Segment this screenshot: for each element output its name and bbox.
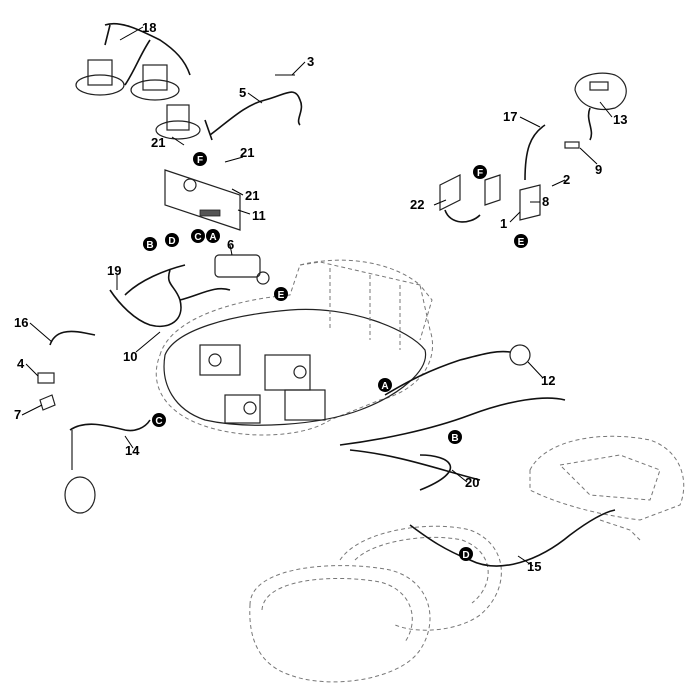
svg-text:C: C — [155, 416, 162, 427]
callout-9: 9 — [595, 162, 602, 177]
callout-2: 2 — [563, 172, 570, 187]
callout-1: 1 — [500, 216, 507, 231]
callout-5: 5 — [239, 85, 246, 100]
callout-21-middle: 21 — [240, 145, 254, 160]
bubble-f-ribbon: F — [473, 165, 487, 179]
leader-lines — [21, 26, 613, 567]
callout-17: 17 — [503, 109, 517, 124]
callout-3: 3 — [307, 54, 314, 69]
part-number-callouts: 1 2 3 4 5 6 7 8 9 10 11 12 13 14 15 16 1… — [14, 20, 627, 574]
svg-text:A: A — [381, 381, 388, 392]
part-4 — [37, 372, 55, 384]
svg-text:C: C — [194, 232, 201, 243]
callout-14: 14 — [125, 443, 140, 458]
svg-text:B: B — [451, 433, 458, 444]
harness-15 — [409, 509, 616, 567]
cable-14 — [64, 419, 151, 514]
bubble-c-board: C — [191, 229, 205, 243]
bracket-8 — [519, 184, 541, 221]
svg-text:E: E — [518, 237, 525, 248]
bubble-f-board: F — [193, 152, 207, 166]
drive-motor-6 — [214, 254, 270, 285]
blade-motors — [75, 22, 201, 140]
callout-7: 7 — [14, 407, 21, 422]
bubble-c-cable: C — [152, 413, 166, 427]
svg-text:B: B — [146, 240, 153, 251]
bubble-e-bracket: E — [514, 234, 528, 248]
connection-bubbles: F B D C A E F E — [143, 152, 528, 561]
bumper-rings — [249, 525, 502, 683]
wire-10 — [179, 287, 231, 301]
svg-text:A: A — [209, 232, 216, 243]
svg-text:D: D — [462, 550, 469, 561]
callout-8: 8 — [542, 194, 549, 209]
callout-6: 6 — [227, 237, 234, 252]
callout-19: 19 — [107, 263, 121, 278]
part-7 — [39, 394, 56, 411]
callout-4: 4 — [17, 356, 25, 371]
sensor-9 — [564, 141, 580, 149]
callout-13: 13 — [613, 112, 627, 127]
bubble-b-board: B — [143, 237, 157, 251]
callout-16: 16 — [14, 315, 28, 330]
bubble-a-harness: A — [378, 378, 392, 392]
bubble-e-motor: E — [274, 287, 288, 301]
bubble-b-harness: B — [448, 430, 462, 444]
callout-21-top: 21 — [151, 135, 165, 150]
callout-18: 18 — [142, 20, 156, 35]
control-panel — [574, 72, 627, 141]
bubble-d-board: D — [165, 233, 179, 247]
callout-22: 22 — [410, 197, 424, 212]
callout-20: 20 — [465, 475, 479, 490]
callout-15: 15 — [527, 559, 541, 574]
cable-harness-5 — [204, 91, 303, 141]
callout-11: 11 — [252, 208, 266, 223]
bubble-d-harness: D — [459, 547, 473, 561]
svg-text:F: F — [197, 155, 203, 166]
wire-17 — [524, 124, 546, 181]
harness-20 — [349, 449, 481, 481]
wire-harness-19 — [109, 264, 186, 327]
rear-body-shell — [529, 435, 685, 541]
ribbon-cable-22 — [439, 174, 501, 223]
cable-16 — [49, 330, 96, 346]
svg-text:D: D — [168, 236, 175, 247]
callout-12: 12 — [541, 373, 555, 388]
callout-10: 10 — [123, 349, 137, 364]
svg-text:E: E — [278, 290, 285, 301]
svg-text:F: F — [477, 168, 483, 179]
circuit-board — [164, 169, 241, 231]
main-harness — [339, 344, 566, 491]
mower-deck — [155, 259, 434, 436]
bubble-a-board: A — [206, 229, 220, 243]
callout-21-bottom: 21 — [245, 188, 259, 203]
